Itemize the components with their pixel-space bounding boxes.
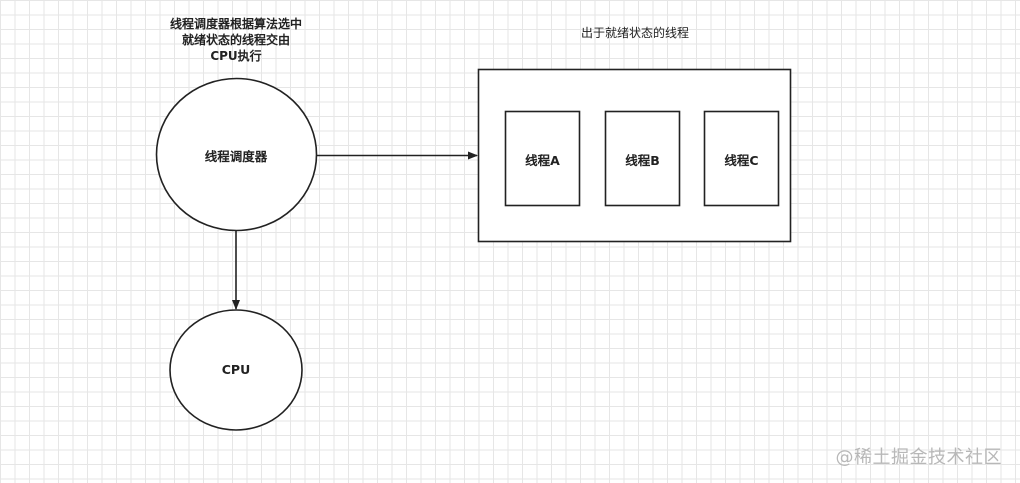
thread-b-label: 线程B [625, 153, 660, 168]
scheduler-caption-line: 线程调度器根据算法选中 [169, 17, 302, 31]
thread-c-box[interactable] [703, 110, 780, 207]
scheduler-caption: 线程调度器根据算法选中 就绪状态的线程交由 CPU执行 [136, 16, 336, 64]
thread-c-label: 线程C [724, 153, 759, 168]
thread-a-label: 线程A [525, 153, 560, 168]
scheduler-caption-line: 就绪状态的线程交由 [181, 33, 290, 47]
cpu-label: CPU [221, 362, 251, 377]
scheduler-node[interactable] [155, 77, 318, 232]
thread-a-box[interactable] [504, 110, 581, 207]
thread-b-box[interactable] [604, 110, 681, 207]
scheduler-label: 线程调度器 [204, 149, 268, 164]
ready-pool-caption: 出于就绪状态的线程 [580, 26, 689, 40]
watermark: @稀土掘金技术社区 [835, 447, 1002, 468]
cpu-node[interactable] [169, 309, 303, 431]
scheduler-caption-line: CPU执行 [210, 49, 262, 63]
